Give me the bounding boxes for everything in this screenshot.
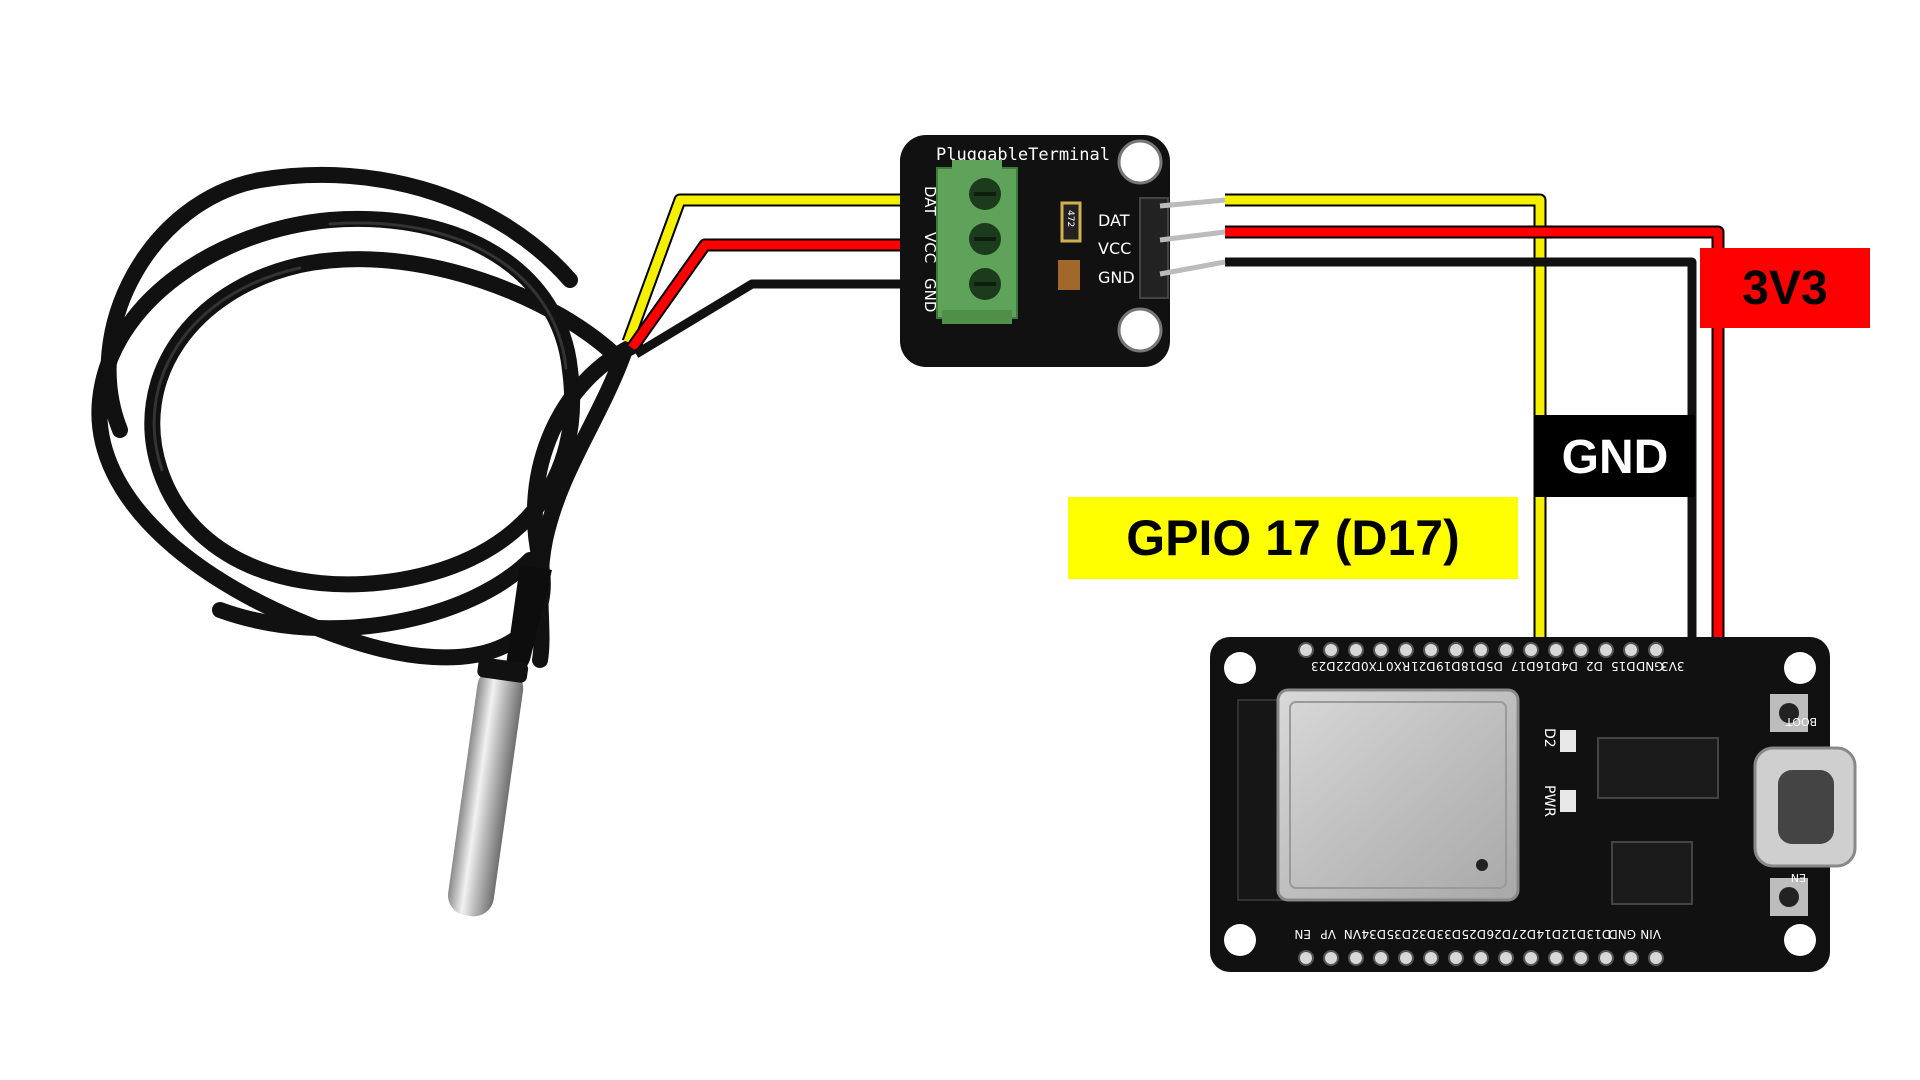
top-pin-hole — [1598, 642, 1614, 658]
bottom-pin-hole — [1598, 950, 1614, 966]
top-pin-hole — [1648, 642, 1664, 658]
bottom-pin-label: D26 — [1486, 927, 1511, 941]
bottom-pin-hole — [1573, 950, 1589, 966]
resistor-marking: 472 — [1065, 210, 1075, 227]
terminal-label-vcc: VCC — [921, 232, 939, 263]
top-pin-label: D4 — [1561, 659, 1578, 673]
bottom-pin-hole — [1548, 950, 1564, 966]
bottom-pin-label: D32 — [1411, 927, 1436, 941]
svg-text:VCC: VCC — [921, 232, 939, 263]
top-pin-label: D22 — [1336, 659, 1361, 673]
svg-text:GND: GND — [1562, 431, 1669, 484]
label-gnd: GND — [1535, 415, 1695, 497]
top-pin-label: D5 — [1486, 659, 1503, 673]
top-pin-label: 3V3 — [1661, 659, 1684, 673]
bottom-pin-label: D34 — [1361, 927, 1386, 941]
bottom-pin-label: EN — [1294, 927, 1311, 941]
top-pin-hole — [1473, 642, 1489, 658]
bottom-pin-label: D14 — [1536, 927, 1561, 941]
bottom-pin-hole — [1373, 950, 1389, 966]
bottom-pin-header — [1298, 950, 1664, 966]
bottom-pin-hole — [1448, 950, 1464, 966]
bottom-pin-label: D12 — [1561, 927, 1586, 941]
gnd-wire-esp — [1225, 257, 1697, 645]
button-label-en: EN — [1791, 871, 1806, 884]
top-pin-label: GND — [1636, 659, 1664, 673]
bottom-pin-label: VP — [1321, 927, 1336, 941]
bottom-pin-label: VIN — [1640, 927, 1661, 941]
top-pin-label: D18 — [1461, 659, 1486, 673]
svg-text:3V3: 3V3 — [1742, 262, 1827, 315]
bottom-pin-label: VN — [1344, 927, 1361, 941]
header-label-dat: DAT — [1098, 211, 1130, 230]
bottom-pin-hole — [1473, 950, 1489, 966]
led-label-pwr: PWR — [1541, 785, 1557, 817]
button-label-boot: BOOT — [1785, 715, 1817, 728]
top-pin-hole — [1398, 642, 1414, 658]
top-pin-hole — [1323, 642, 1339, 658]
top-pin-label: D21 — [1411, 659, 1436, 673]
terminal-label-dat: DAT — [921, 186, 939, 216]
bottom-pin-hole — [1298, 950, 1314, 966]
top-pin-label: D15 — [1611, 659, 1636, 673]
bottom-pin-hole — [1348, 950, 1364, 966]
label-3v3: 3V3 — [1700, 248, 1870, 328]
top-pin-hole — [1448, 642, 1464, 658]
bottom-pin-hole — [1323, 950, 1339, 966]
ds18b20-probe-icon — [91, 166, 643, 917]
top-pin-header — [1298, 642, 1664, 658]
gnd-wire-probe — [633, 279, 906, 358]
led-label-d2: D2 — [1541, 728, 1557, 748]
top-pin-hole — [1498, 642, 1514, 658]
terminal-label-gnd: GND — [921, 278, 939, 312]
label-gpio17: GPIO 17 (D17) — [1068, 497, 1518, 579]
top-pin-hole — [1548, 642, 1564, 658]
bottom-pin-label: D27 — [1511, 927, 1536, 941]
svg-text:GND: GND — [921, 278, 939, 312]
top-pin-label: D23 — [1311, 659, 1336, 673]
bottom-pin-hole — [1623, 950, 1639, 966]
bottom-pin-hole — [1423, 950, 1439, 966]
svg-text:DAT: DAT — [921, 186, 939, 216]
top-pin-label: D17 — [1511, 659, 1536, 673]
top-pin-hole — [1623, 642, 1639, 658]
terminal-adapter-icon: PluggableTerminal DAT VCC GND 472 — [900, 135, 1226, 367]
top-pin-label: D16 — [1536, 659, 1561, 673]
bottom-pin-hole — [1523, 950, 1539, 966]
bottom-pin-label: D25 — [1461, 927, 1486, 941]
top-pin-label: D2 — [1586, 659, 1603, 673]
header-label-vcc: VCC — [1098, 239, 1131, 258]
top-pin-hole — [1298, 642, 1314, 658]
svg-text:GPIO 17 (D17): GPIO 17 (D17) — [1126, 510, 1459, 566]
top-pin-hole — [1423, 642, 1439, 658]
top-pin-label: D19 — [1436, 659, 1461, 673]
bottom-pin-hole — [1498, 950, 1514, 966]
top-pin-label: RX0 — [1386, 659, 1410, 673]
header-label-gnd: GND — [1098, 268, 1135, 287]
bottom-pin-hole — [1398, 950, 1414, 966]
top-pin-hole — [1523, 642, 1539, 658]
top-pin-hole — [1348, 642, 1364, 658]
top-pin-label: TX0 — [1361, 659, 1385, 673]
bottom-pin-label: D35 — [1386, 927, 1411, 941]
bottom-pin-label: D33 — [1436, 927, 1461, 941]
top-pin-hole — [1373, 642, 1389, 658]
bottom-pin-hole — [1648, 950, 1664, 966]
bottom-pin-label: D13 — [1586, 927, 1611, 941]
top-pin-hole — [1573, 642, 1589, 658]
bottom-pin-label: GND — [1608, 927, 1636, 941]
